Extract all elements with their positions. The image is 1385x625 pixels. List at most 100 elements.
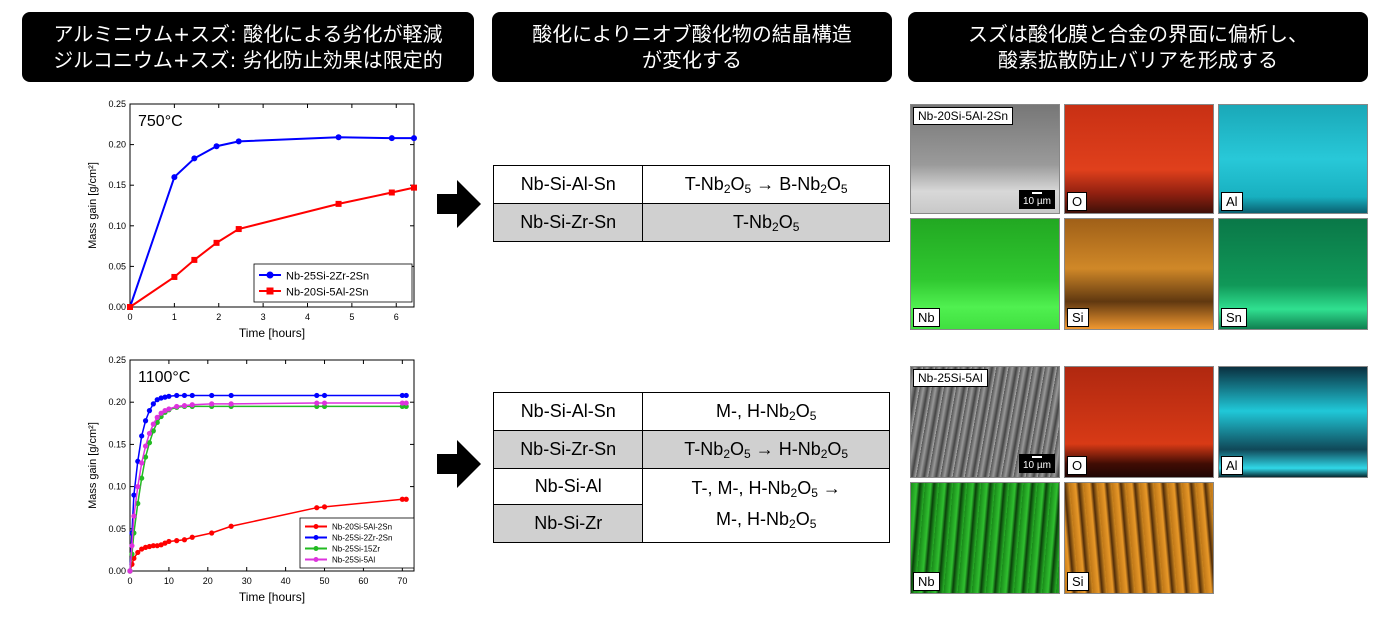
data-point: [235, 138, 242, 145]
legend-box: [253, 263, 413, 303]
data-point: [154, 414, 160, 420]
eds-map-label: Al: [1221, 456, 1243, 475]
plot-frame: [129, 359, 415, 572]
table-cell-alloy: Nb-Si-Zr: [492, 504, 644, 543]
eds-map-nb-top: Nb: [910, 218, 1060, 330]
data-point: [166, 393, 172, 399]
table-cell-alloy: Nb-Si-Al: [492, 468, 644, 505]
banner-middle-line2: が変化する: [642, 48, 742, 72]
data-point: [314, 505, 320, 511]
data-point: [399, 400, 405, 406]
y-tick-label: 0.25: [108, 355, 126, 365]
data-point: [335, 134, 342, 141]
legend-marker: [313, 546, 319, 551]
eds-map-nb-bottom: Nb: [910, 482, 1060, 594]
y-tick-label: 0.05: [108, 261, 126, 271]
data-point: [139, 546, 145, 552]
data-point: [181, 392, 188, 399]
series-line: [129, 136, 414, 308]
y-tick-label: 0.20: [108, 140, 126, 150]
banner-middle: 酸化によりニオブ酸化物の結晶構造 が変化する: [492, 12, 892, 82]
x-tick-label: 2: [216, 312, 221, 322]
banner-left: アルミニウム+スズ: 酸化による劣化が軽減 ジルコニウム+スズ: 劣化防止効果は…: [22, 12, 474, 82]
legend-marker: [313, 535, 319, 540]
x-tick-label: 40: [281, 576, 291, 586]
data-point: [142, 443, 149, 449]
banner-left-line1: アルミニウム+スズ: 酸化による劣化が軽減: [53, 22, 443, 46]
x-tick-label: 6: [394, 312, 399, 322]
data-point: [189, 392, 195, 399]
legend-label: Nb-25Si-2Zr-2Sn: [332, 534, 392, 543]
x-axis-label: Time [hours]: [239, 326, 305, 340]
x-tick-label: 1: [172, 312, 177, 322]
banner-middle-line1: 酸化によりニオブ酸化物の結晶構造: [532, 22, 852, 46]
legend-marker: [313, 524, 319, 529]
eds-map-sn-top: Sn: [1218, 218, 1368, 330]
scale-bar: 10 µm: [1019, 454, 1055, 473]
data-point: [228, 392, 234, 399]
data-point: [146, 430, 153, 437]
eds-map-label: Si: [1067, 308, 1089, 327]
data-point: [213, 239, 220, 246]
data-point: [127, 304, 133, 310]
eds-map-label: Al: [1221, 192, 1243, 211]
data-point: [135, 549, 141, 556]
data-point: [181, 537, 188, 543]
table-cell-oxide: T-Nb2O5: [642, 203, 890, 242]
eds-map-al-top: Al: [1218, 104, 1368, 214]
data-point: [411, 184, 417, 191]
data-point: [228, 523, 234, 529]
x-tick-label: 20: [203, 576, 213, 586]
data-point: [162, 540, 168, 546]
eds-map-o-bottom: O: [1064, 366, 1214, 478]
eds-map-si-bottom: Si: [1064, 482, 1214, 594]
eds-map-label: Si: [1067, 572, 1089, 591]
table-cell-oxide: T-Nb2O5 → B-Nb2O5: [642, 165, 890, 204]
legend-label: Nb-25Si-2Zr-2Sn: [286, 271, 369, 283]
plot-frame: [129, 103, 415, 308]
data-point: [146, 408, 153, 414]
data-point: [142, 544, 149, 550]
data-point: [191, 256, 198, 263]
data-point: [228, 401, 234, 407]
x-tick-label: 60: [358, 576, 368, 586]
x-tick-label: 10: [164, 576, 174, 586]
data-point: [150, 401, 156, 407]
eds-map-label: Nb: [913, 308, 940, 327]
y-tick-label: 0.15: [108, 180, 126, 190]
data-point: [411, 135, 417, 142]
data-point: [150, 428, 156, 434]
banner-right-line1: スズは酸化膜と合金の界面に偏析し、: [968, 22, 1308, 46]
y-tick-label: 0.15: [108, 439, 126, 449]
data-point: [166, 538, 172, 545]
eds-map-si-top: Si: [1064, 218, 1214, 330]
y-tick-label: 0.10: [108, 221, 126, 231]
data-point: [131, 513, 137, 519]
table-cell-alloy: Nb-Si-Zr-Sn: [492, 430, 644, 469]
micrograph-sem-bottom: Nb-25Si-5Al 10 µm: [910, 366, 1060, 478]
data-point: [129, 543, 135, 549]
data-point: [321, 400, 328, 406]
y-tick-label: 0.05: [108, 524, 126, 534]
data-point: [166, 406, 172, 412]
data-point: [158, 410, 164, 416]
y-axis-label: Mass gain [g/cm²]: [87, 422, 99, 509]
data-point: [335, 200, 342, 207]
arrow-right-icon: [437, 440, 481, 488]
data-point: [146, 543, 153, 550]
legend-marker: [266, 271, 274, 279]
data-point: [174, 392, 180, 399]
legend-marker: [313, 557, 319, 562]
data-point: [135, 458, 141, 464]
chart-title: 1100°C: [138, 369, 190, 386]
data-point: [154, 419, 160, 426]
data-point: [399, 392, 405, 399]
x-tick-label: 0: [127, 312, 132, 322]
data-point: [158, 395, 164, 401]
y-tick-label: 0.25: [108, 99, 126, 109]
table-cell-alloy: Nb-Si-Al-Sn: [492, 165, 644, 204]
data-point: [150, 543, 156, 549]
banner-left-line2: ジルコニウム+スズ: 劣化防止効果は限定的: [53, 48, 443, 72]
